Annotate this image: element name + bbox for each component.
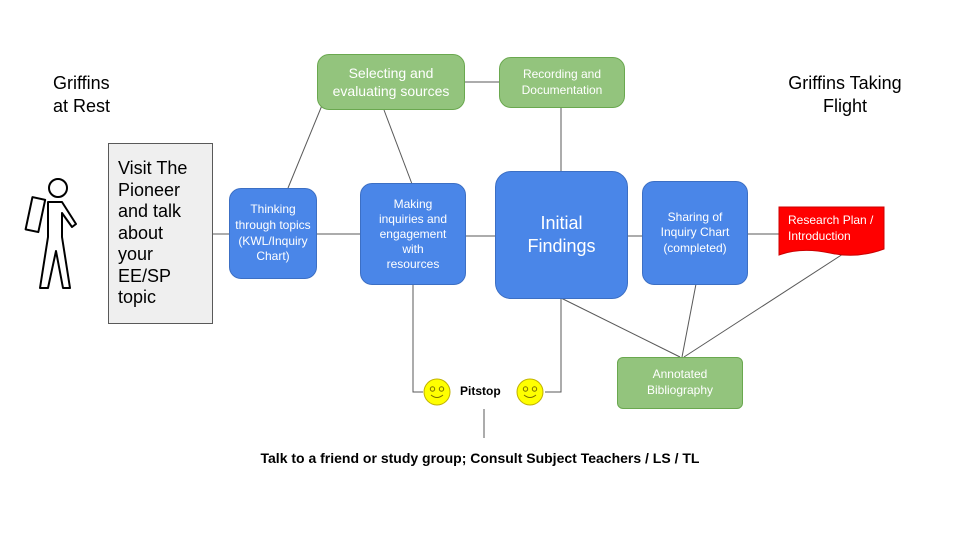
making-inquiries-text: Making inquiries and engagement with res… [378, 196, 448, 271]
thinking-through-topics-text: Thinking through topics (KWL/Inquiry Cha… [235, 202, 311, 264]
annotated-bibliography-box: Annotated Bibliography [617, 357, 743, 409]
initial-findings-text: Initial Findings [527, 212, 596, 256]
pitstop-label: Pitstop [460, 384, 501, 398]
person-walking-icon [24, 178, 77, 289]
selecting-sources-text: Selecting and evaluating sources [332, 64, 450, 99]
visit-pioneer-text: Visit The Pioneer and talk about your EE… [118, 157, 188, 308]
smiley-face-icon [423, 378, 451, 406]
sharing-inquiry-chart-text: Sharing of Inquiry Chart (completed) [660, 209, 730, 255]
thinking-through-topics-box: Thinking through topics (KWL/Inquiry Cha… [229, 188, 317, 279]
griffins-taking-flight-label: Griffins Taking Flight [788, 73, 902, 117]
selecting-sources-box: Selecting and evaluating sources [317, 54, 465, 110]
annotated-bibliography-text: Annotated Bibliography [646, 367, 714, 397]
footer-instruction: Talk to a friend or study group; Consult… [260, 450, 700, 466]
making-inquiries-box: Making inquiries and engagement with res… [360, 183, 466, 285]
research-plan-text: Research Plan / Introduction [788, 213, 874, 244]
smiley-face-icon [516, 378, 544, 406]
recording-documentation-box: Recording and Documentation [499, 57, 625, 108]
visit-pioneer-box: Visit The Pioneer and talk about your EE… [108, 143, 213, 324]
recording-documentation-text: Recording and Documentation [521, 66, 603, 97]
research-plan-shape [778, 206, 885, 256]
sharing-inquiry-chart-box: Sharing of Inquiry Chart (completed) [642, 181, 748, 285]
initial-findings-box: Initial Findings [495, 171, 628, 299]
griffins-at-rest-label: Griffins at Rest [53, 73, 111, 117]
